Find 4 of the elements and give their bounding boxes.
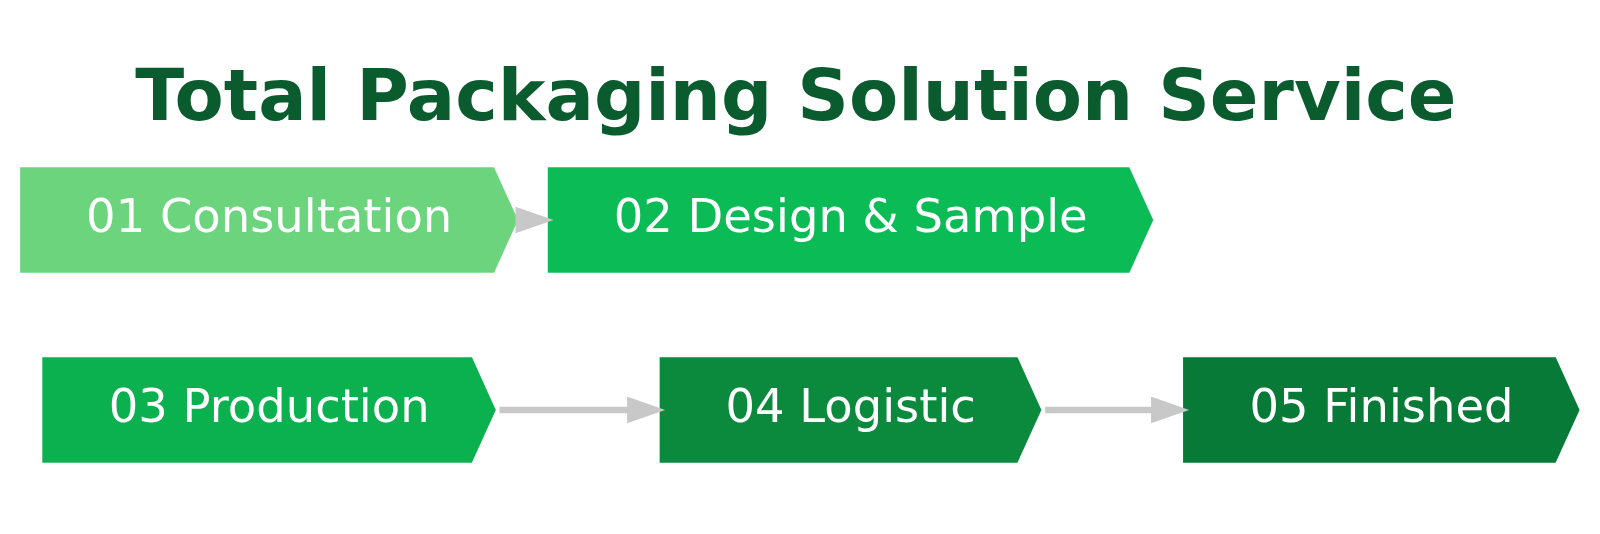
diagram-title: Total Packaging Solution Service	[135, 52, 1457, 137]
arrow	[515, 206, 554, 233]
arrow	[499, 396, 666, 423]
arrow	[1045, 396, 1190, 423]
